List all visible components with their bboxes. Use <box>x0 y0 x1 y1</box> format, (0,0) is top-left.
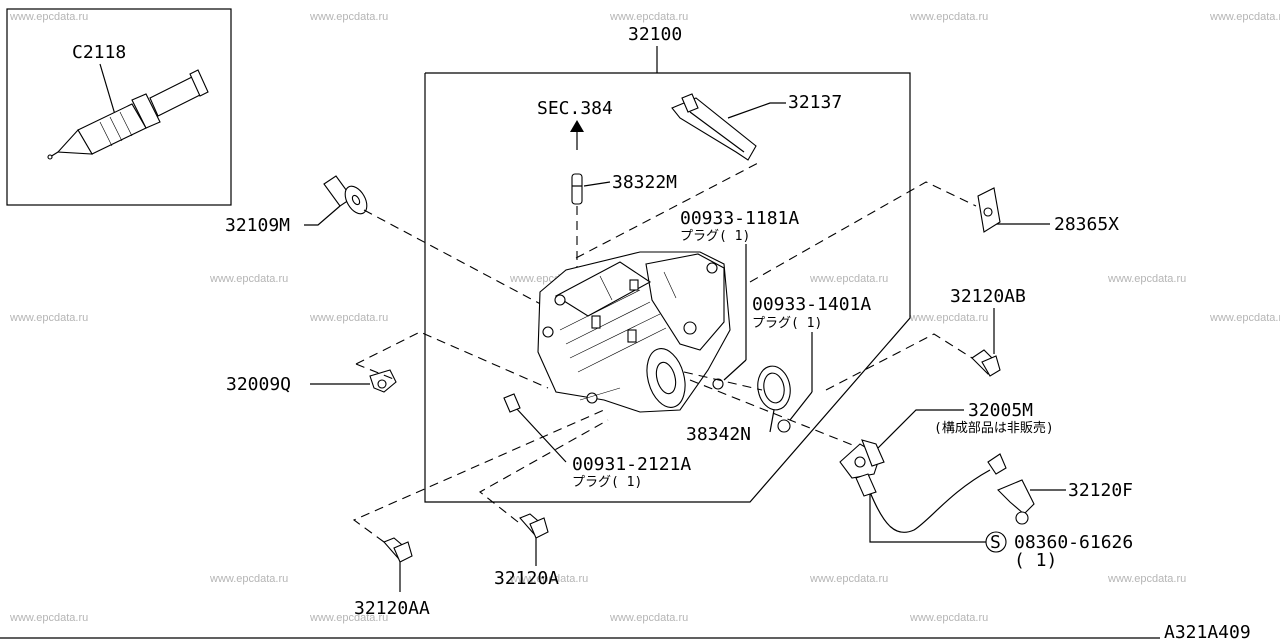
part-label-32109m: 32109M <box>225 215 290 236</box>
transmission-case <box>537 251 731 413</box>
section-ref-384: SEC.384 <box>537 98 613 150</box>
watermark: www.epcdata.ru <box>809 573 888 585</box>
part-32005m: 32005M (構成部品は非販売) <box>839 400 1054 479</box>
watermark: www.epcdata.ru <box>1209 312 1280 324</box>
diagram-code: A321A409 <box>1164 622 1251 640</box>
part-32120f: 32120F <box>869 453 1133 533</box>
part-label-00933-1181a: 00933-1181A <box>680 208 799 229</box>
part-32009q: 32009Q <box>226 331 549 395</box>
watermark: www.epcdata.ru <box>9 612 88 624</box>
part-00933-1181a: 00933-1181A プラグ( 1) <box>680 208 799 390</box>
part-08360-61626: S 08360-61626 ( 1) <box>855 473 1133 571</box>
part-label-08360-61626: 08360-61626 <box>1014 532 1133 553</box>
watermark: www.epcdata.ru <box>909 612 988 624</box>
part-38342n: 38342N <box>683 365 861 449</box>
part-label-32120ab: 32120AB <box>950 286 1026 307</box>
watermark: www.epcdata.ru <box>209 573 288 585</box>
part-label-32120a: 32120A <box>494 568 559 589</box>
inset-frame <box>6 8 232 206</box>
watermarks: www.epcdata.ru www.epcdata.ru www.epcdat… <box>9 11 1280 624</box>
part-28365x: 28365X <box>575 161 1119 283</box>
section-label-384: SEC.384 <box>537 98 613 119</box>
part-32120a: 32120A <box>479 419 609 589</box>
part-label-38342n: 38342N <box>686 424 751 445</box>
leader-c2118 <box>99 63 117 119</box>
watermark: www.epcdata.ru <box>809 273 888 285</box>
watermark: www.epcdata.ru <box>9 11 88 23</box>
part-32120ab: 32120AB <box>825 286 1026 391</box>
plug-qty-label: プラグ( 1) <box>680 229 750 244</box>
part-32120aa: 32120AA <box>352 409 605 619</box>
s-symbol-label: S <box>990 532 1001 553</box>
part-00933-1401a: 00933-1401A プラグ( 1) <box>752 294 871 433</box>
watermark: www.epcdata.ru <box>1107 573 1186 585</box>
part-label-32005m: 32005M <box>968 400 1033 421</box>
watermark: www.epcdata.ru <box>309 312 388 324</box>
watermark: www.epcdata.ru <box>909 312 988 324</box>
watermark: www.epcdata.ru <box>9 312 88 324</box>
part-label-00931-2121a: 00931-2121A <box>572 454 691 475</box>
part-label-32100: 32100 <box>628 24 682 45</box>
part-label-38322m: 38322M <box>612 172 677 193</box>
part-label-32137: 32137 <box>788 92 842 113</box>
plug-qty-label: プラグ( 1) <box>752 316 822 331</box>
part-00931-2121a: 00931-2121A プラグ( 1) <box>503 393 691 490</box>
watermark: www.epcdata.ru <box>209 273 288 285</box>
watermark: www.epcdata.ru <box>1209 11 1280 23</box>
frame-outline <box>424 72 911 503</box>
note-non-sale: (構成部品は非販売) <box>934 420 1054 436</box>
sealant-tube-icon <box>47 69 209 160</box>
plug-qty-label: プラグ( 1) <box>572 475 642 490</box>
watermark: www.epcdata.ru <box>609 612 688 624</box>
part-label-32009q: 32009Q <box>226 374 291 395</box>
frame-32100: 32100 <box>424 24 911 503</box>
arrow-up-icon <box>570 120 584 132</box>
part-32137: 32137 <box>671 92 842 161</box>
watermark: www.epcdata.ru <box>509 573 588 585</box>
watermark: www.epcdata.ru <box>309 11 388 23</box>
part-label-32120aa: 32120AA <box>354 598 430 619</box>
inset-c2118: C2118 <box>6 8 232 206</box>
part-32109m: 32109M <box>225 175 549 309</box>
watermark: www.epcdata.ru <box>909 11 988 23</box>
part-label-00933-1401a: 00933-1401A <box>752 294 871 315</box>
watermark: www.epcdata.ru <box>1107 273 1186 285</box>
part-label-32120f: 32120F <box>1068 480 1133 501</box>
qty-label: ( 1) <box>1014 550 1057 571</box>
part-label-c2118: C2118 <box>72 42 126 63</box>
watermark: www.epcdata.ru <box>309 612 388 624</box>
watermark: www.epcdata.ru <box>609 11 688 23</box>
part-label-28365x: 28365X <box>1054 214 1119 235</box>
